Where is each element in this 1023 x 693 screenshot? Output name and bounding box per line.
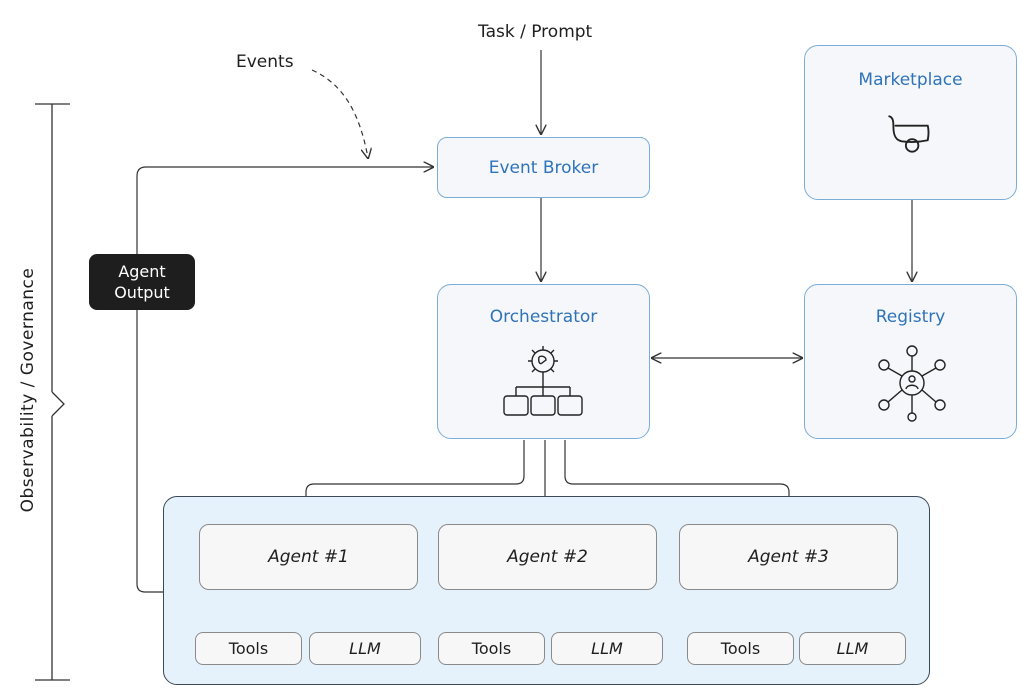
agent-output-badge: Agent Output [89, 254, 195, 310]
agent-3-label: Agent #3 [748, 547, 829, 567]
agent-1-node[interactable]: Agent #1 [199, 524, 418, 590]
agent-3-node[interactable]: Agent #3 [679, 524, 898, 590]
task-prompt-label: Task / Prompt [478, 22, 593, 42]
agent-1-llm[interactable]: LLM [309, 632, 421, 665]
observability-governance-label: Observability / Governance [18, 267, 38, 513]
network-node-icon [878, 345, 946, 422]
agent-1-llm-label: LLM [349, 639, 381, 658]
events-label: Events [236, 52, 294, 72]
agent-2-tools[interactable]: Tools [438, 632, 545, 665]
event-broker-label: Event Broker [488, 157, 599, 178]
agent-1-tools[interactable]: Tools [195, 632, 302, 665]
agent-output-line1: Agent [118, 262, 166, 281]
agent-2-llm-label: LLM [591, 639, 623, 658]
agent-2-label: Agent #2 [507, 547, 588, 567]
agent-2-tools-label: Tools [471, 639, 512, 658]
agent-2-llm[interactable]: LLM [551, 632, 663, 665]
agent-1-label: Agent #1 [268, 547, 349, 567]
agent-3-llm-label: LLM [836, 639, 869, 658]
shopping-cart-icon [888, 115, 930, 153]
orchestrator-node[interactable]: Orchestrator [437, 284, 650, 439]
agent-3-tools-label: Tools [720, 639, 761, 658]
orchestrator-label: Orchestrator [489, 307, 598, 327]
agent-2-node[interactable]: Agent #2 [438, 524, 657, 590]
agent-1-tools-label: Tools [228, 639, 269, 658]
agent-output-line2: Output [114, 283, 170, 302]
registry-label: Registry [875, 307, 946, 327]
event-broker-node[interactable]: Event Broker [437, 137, 650, 198]
marketplace-label: Marketplace [858, 70, 963, 90]
agent-3-llm[interactable]: LLM [799, 632, 906, 665]
gear-hierarchy-icon [503, 346, 583, 416]
marketplace-node[interactable]: Marketplace [804, 45, 1017, 200]
agent-3-tools[interactable]: Tools [687, 632, 794, 665]
registry-node[interactable]: Registry [804, 284, 1017, 439]
